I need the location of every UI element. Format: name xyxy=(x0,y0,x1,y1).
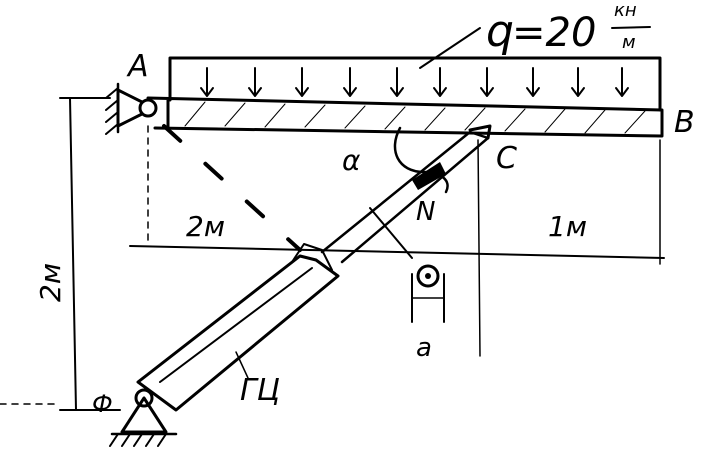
beam xyxy=(146,96,664,138)
beam-hatching xyxy=(184,101,646,134)
point-label-B: B xyxy=(674,105,695,140)
load-label: q =20 кн м xyxy=(486,0,651,57)
distributed-load xyxy=(168,27,662,112)
angle-label: α xyxy=(342,144,361,177)
section-label: а xyxy=(416,333,432,363)
point-label-A: A xyxy=(126,49,149,84)
section-line xyxy=(369,207,413,259)
load-unit-numerator: кн xyxy=(614,0,637,21)
hydraulic-cylinder xyxy=(136,124,492,412)
load-value: =20 xyxy=(512,10,596,56)
pin-support-D xyxy=(109,388,178,447)
point-N-marker xyxy=(412,162,446,190)
angle-arc xyxy=(393,126,449,194)
dashed-line-A xyxy=(162,124,302,252)
dimension-lines xyxy=(0,97,665,411)
dimension-ac: 2м xyxy=(186,210,225,243)
fraction-bar xyxy=(611,26,651,29)
point-label-N: N xyxy=(416,197,435,227)
load-symbol: q xyxy=(486,6,514,57)
dimension-height: 2м xyxy=(34,263,67,302)
dimension-cb: 1м xyxy=(548,210,587,243)
load-unit-denominator: м xyxy=(622,32,636,53)
cylinder-label: ГЦ xyxy=(240,373,280,408)
cylinder-leader xyxy=(235,351,249,379)
point-label-C: C xyxy=(496,141,517,176)
pin-support-A xyxy=(105,82,158,135)
section-detail xyxy=(411,264,445,323)
point-label-D: Ф xyxy=(92,390,113,418)
